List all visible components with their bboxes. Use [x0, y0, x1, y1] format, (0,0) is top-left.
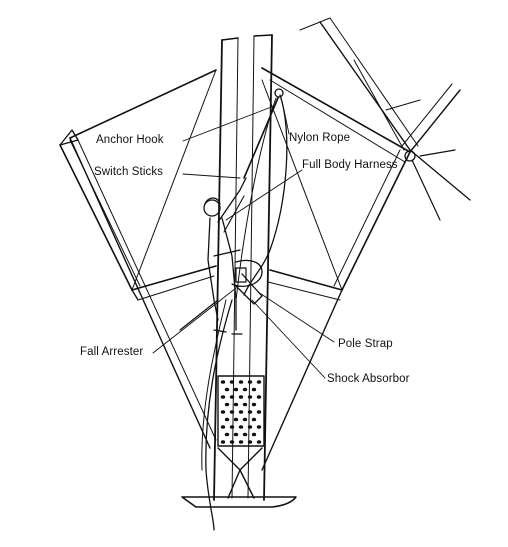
label-fall-arrester: Fall Arrester — [80, 346, 144, 358]
switch-assembly — [299, 17, 471, 221]
perforation-dot — [242, 432, 248, 437]
perforation-dot — [220, 410, 226, 414]
perforation-dot — [233, 402, 239, 407]
label-switch-sticks: Switch Sticks — [94, 166, 164, 178]
perforation-dot — [224, 432, 230, 437]
perforation-dot — [220, 425, 226, 429]
label-anchor-hook: Anchor Hook — [96, 134, 164, 146]
perforation-dot — [242, 387, 248, 392]
perforation-dot — [251, 387, 257, 392]
switch-stick — [243, 97, 279, 179]
perforation-dot — [247, 395, 253, 399]
perforation-dot — [224, 402, 230, 407]
right-frame — [261, 67, 461, 471]
label-nylon-rope: Nylon Rope — [289, 132, 351, 144]
perforated-plate — [217, 375, 265, 447]
perforation-dot — [242, 402, 248, 407]
perforation-dot — [224, 387, 230, 392]
perforation-dot — [256, 425, 262, 429]
perforation-dot — [247, 440, 253, 444]
perforation-dot — [229, 440, 235, 444]
perforation-dot — [233, 432, 239, 437]
perforation-dot — [256, 395, 262, 399]
pole-strap-drawing — [231, 259, 263, 305]
perforation-dot — [233, 387, 239, 392]
perforation-dot — [256, 410, 262, 414]
perforation-dot — [256, 380, 262, 384]
leader-lines — [152, 105, 335, 379]
perforation-dot — [229, 410, 235, 414]
perforation-dot — [238, 440, 244, 444]
perforation-dot — [229, 425, 235, 429]
label-full-body-harness: Full Body Harness — [302, 159, 398, 171]
perforation-dot — [220, 395, 226, 399]
perforation-dot — [247, 425, 253, 429]
perforation-dot — [251, 402, 257, 407]
perforation-dot — [251, 417, 257, 422]
base-plate — [181, 496, 297, 508]
perforation-dot — [229, 380, 235, 384]
label-pole-strap: Pole Strap — [338, 338, 393, 350]
perforation-dot — [251, 432, 257, 437]
perforation-dot — [229, 395, 235, 399]
perforation-dot — [247, 380, 253, 384]
perforation-dot — [238, 410, 244, 414]
main-pole — [213, 34, 273, 501]
perforation-dot — [220, 440, 226, 444]
perforation-dot — [256, 440, 262, 444]
perforation-dot — [247, 410, 253, 414]
lineman-figure — [203, 177, 247, 335]
perforation-dot — [224, 417, 230, 422]
perforation-dot — [242, 417, 248, 422]
left-frame — [59, 69, 219, 449]
pole-spike — [217, 447, 263, 499]
perforation-dot — [220, 380, 226, 384]
perforation-dot — [238, 395, 244, 399]
perforation-dot — [238, 425, 244, 429]
perforation-dot — [238, 380, 244, 384]
label-shock-absorber: Shock Absorbor — [327, 373, 410, 385]
perforation-dot — [233, 417, 239, 422]
